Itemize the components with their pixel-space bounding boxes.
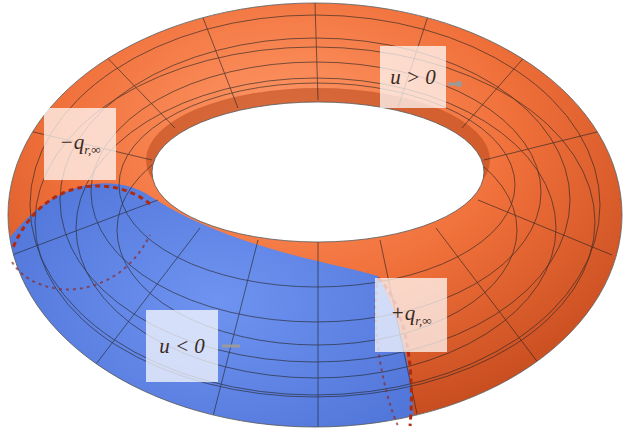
region-label: −qr,∞ [44, 108, 116, 180]
region-label: u < 0 [146, 310, 218, 382]
region-label: u > 0 [380, 46, 446, 108]
region-label: +qr,∞ [375, 278, 447, 352]
